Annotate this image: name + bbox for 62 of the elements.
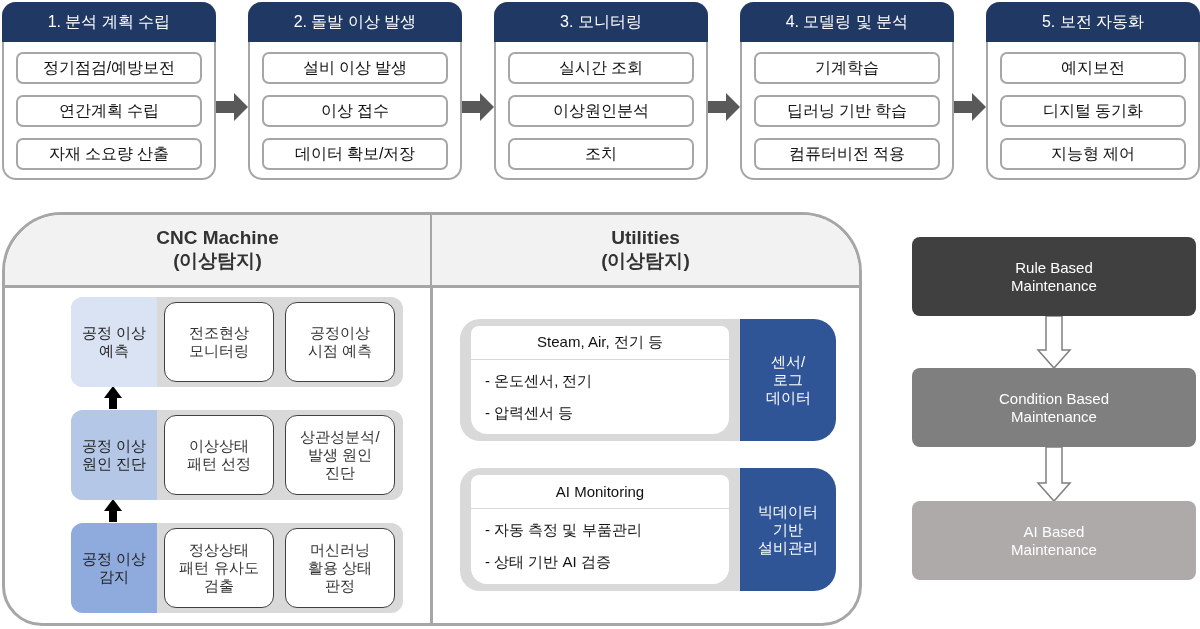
info-band (460, 468, 740, 591)
stage-header: 2. 돌발 이상 발생 (248, 2, 462, 42)
step-item: 조치 (508, 138, 694, 170)
list-item: - 온도센서, 전기 (485, 372, 593, 391)
stage-box (740, 2, 954, 180)
method-box: 머신러닝 활용 상태 판정 (285, 528, 395, 608)
stage-box (2, 2, 216, 180)
method-box: 전조현상 모니터링 (164, 302, 274, 382)
maintenance-box: Rule Based Maintenance (912, 237, 1196, 316)
step-item: 컴퓨터비전 적용 (754, 138, 940, 170)
row-band (71, 297, 403, 387)
method-box: 정상상태 패턴 유사도 검출 (164, 528, 274, 608)
step-item: 기계학습 (754, 52, 940, 84)
step-item: 딥러닝 기반 학습 (754, 95, 940, 127)
stage-header: 5. 보전 자동화 (986, 2, 1200, 42)
row-band (71, 523, 403, 613)
category-tab: 센서/ 로그 데이터 (740, 319, 836, 441)
row-label: 공정 이상 감지 (71, 523, 157, 613)
step-item: 예지보전 (1000, 52, 1186, 84)
step-item: 이상 접수 (262, 95, 448, 127)
maintenance-box: AI Based Maintenance (912, 501, 1196, 580)
stage-box (248, 2, 462, 180)
maintenance-box: Condition Based Maintenance (912, 368, 1196, 447)
list-item: - 상태 기반 AI 검증 (485, 553, 611, 572)
row-label: 공정 이상 예측 (71, 297, 157, 387)
step-item: 지능형 제어 (1000, 138, 1186, 170)
step-item: 설비 이상 발생 (262, 52, 448, 84)
block-arrow (708, 93, 740, 121)
list-item: - 압력센서 등 (485, 404, 574, 423)
block-arrow (216, 93, 248, 121)
card-title: AI Monitoring (471, 475, 729, 509)
step-item: 정기점검/예방보전 (16, 52, 202, 84)
step-item: 데이터 확보/저장 (262, 138, 448, 170)
column-header: CNC Machine (이상탐지) (5, 215, 430, 288)
up-arrow (104, 499, 122, 522)
method-box: 상관성분석/ 발생 원인 진단 (285, 415, 395, 495)
stage-box (986, 2, 1200, 180)
step-item: 디지털 동기화 (1000, 95, 1186, 127)
stage-box (494, 2, 708, 180)
method-box: 이상상태 패턴 선정 (164, 415, 274, 495)
panel-column (432, 212, 862, 626)
stage-header: 3. 모니터링 (494, 2, 708, 42)
column-header: Utilities (이상탐지) (432, 215, 859, 288)
up-arrow (104, 386, 122, 409)
panel-column (2, 212, 433, 626)
block-arrow (954, 93, 986, 121)
stage-header: 1. 분석 계획 수립 (2, 2, 216, 42)
method-box: 공정이상 시점 예측 (285, 302, 395, 382)
hollow-arrow (1036, 315, 1072, 370)
step-item: 실시간 조회 (508, 52, 694, 84)
info-band (460, 319, 740, 441)
card-title: Steam, Air, 전기 등 (471, 326, 729, 360)
block-arrow (462, 93, 494, 121)
step-item: 이상원인분석 (508, 95, 694, 127)
list-item: - 자동 측정 및 부품관리 (485, 521, 642, 540)
row-label: 공정 이상 원인 진단 (71, 410, 157, 500)
stage-header: 4. 모델링 및 분석 (740, 2, 954, 42)
step-item: 연간계획 수립 (16, 95, 202, 127)
category-tab: 빅데이터 기반 설비관리 (740, 468, 836, 591)
hollow-arrow (1036, 446, 1072, 503)
step-item: 자재 소요량 산출 (16, 138, 202, 170)
row-band (71, 410, 403, 500)
